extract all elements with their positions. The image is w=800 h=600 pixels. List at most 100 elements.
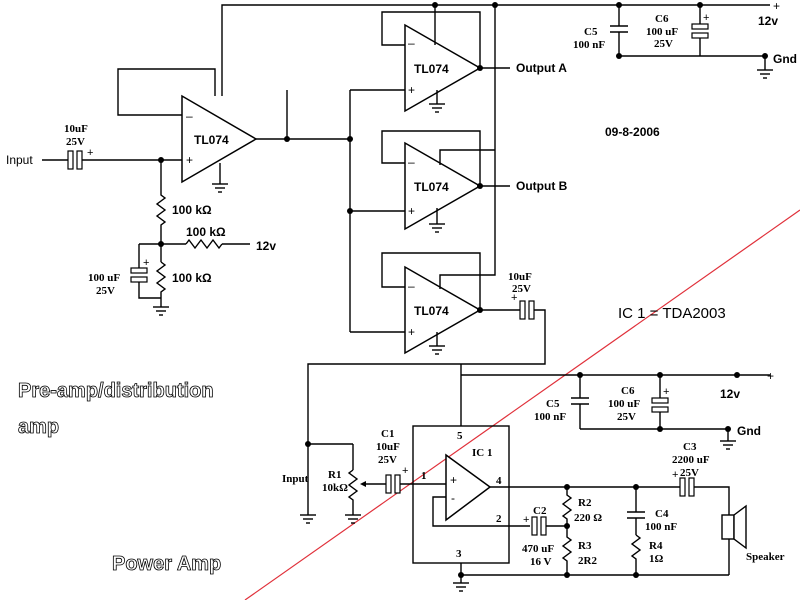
tda2003-amp — [445, 453, 492, 522]
pin-3-label: 3 — [456, 548, 462, 560]
opamp-b-label: TL074 — [414, 180, 449, 194]
ground-symbol — [429, 223, 445, 233]
svg-text:+: + — [402, 465, 408, 477]
ground-symbol — [153, 306, 169, 316]
r3-name: R3 — [578, 540, 592, 552]
power-input-label: Input — [282, 473, 309, 485]
r1-value: 10kΩ — [322, 482, 348, 494]
bias-resistor-top — [155, 192, 167, 244]
upper-c6-name: C6 — [655, 13, 669, 25]
svg-text:–: – — [408, 36, 415, 50]
preamp-title-line2: amp — [18, 416, 59, 438]
pin-5-label: 5 — [457, 430, 463, 442]
ground-symbol — [300, 514, 316, 524]
svg-text:+: + — [663, 386, 669, 398]
upper-c5-name: C5 — [584, 26, 598, 38]
preamp-title-line1: Pre-amp/distribution — [18, 380, 214, 402]
svg-text:+: + — [143, 257, 149, 269]
out-cap-value: 10uF — [508, 271, 532, 283]
svg-text:+: + — [672, 469, 678, 481]
ground-symbol — [720, 440, 736, 450]
bias-cap-voltage: 25V — [96, 285, 115, 297]
lower-gnd-label: Gnd — [737, 424, 761, 438]
svg-text:+: + — [408, 204, 415, 218]
svg-text:–: – — [186, 109, 193, 123]
r4-value: 1Ω — [649, 553, 664, 565]
r2-resistor — [561, 487, 573, 526]
ic-note: IC 1 = TDA2003 — [618, 305, 726, 322]
pin-1-label: 1 — [421, 470, 427, 482]
output-a-label: Output A — [516, 61, 567, 75]
opamp-1-label: TL074 — [194, 133, 229, 147]
opamp-c — [404, 265, 482, 355]
c3-name: C3 — [683, 441, 697, 453]
svg-text:+: + — [408, 325, 415, 339]
lower-c6-name: C6 — [621, 385, 635, 397]
opamp-1 — [181, 94, 258, 184]
ground-symbol — [429, 345, 445, 355]
svg-text:-: - — [451, 491, 455, 505]
bias-cap-value: 100 uF — [88, 272, 120, 284]
r3-resistor — [561, 526, 573, 575]
c1-value: 10uF — [376, 441, 400, 453]
upper-c5-value: 100 nF — [573, 39, 605, 51]
opamp-b — [404, 141, 482, 231]
ground-symbol — [429, 103, 445, 113]
svg-text:+: + — [511, 292, 517, 304]
c2-value: 470 uF — [522, 543, 554, 555]
svg-text:+: + — [523, 514, 529, 526]
r2-name: R2 — [578, 497, 592, 509]
ic1-label: IC 1 — [472, 447, 492, 459]
bias-res-bottom-label: 100 kΩ — [172, 271, 212, 285]
speaker-icon — [721, 504, 747, 550]
pin-4-label: 4 — [496, 475, 502, 487]
svg-text:+: + — [186, 153, 193, 167]
bias-resistor-bottom — [155, 261, 167, 298]
bias-resistor-right — [185, 238, 223, 250]
opamp-a-label: TL074 — [414, 62, 449, 76]
ground-symbol — [345, 514, 361, 524]
svg-text:+: + — [87, 147, 93, 159]
c2-name: C2 — [533, 505, 547, 517]
svg-text:+: + — [767, 369, 774, 383]
c3-voltage: 25V — [680, 467, 699, 479]
preamp-input-capacitor: + — [67, 147, 93, 170]
input-cap-value: 10uF — [64, 123, 88, 135]
pin-2-label: 2 — [496, 513, 502, 525]
svg-text:–: – — [408, 279, 415, 293]
svg-text:+: + — [408, 83, 415, 97]
lower-c5-value: 100 nF — [534, 411, 566, 423]
speaker-label: Speaker — [746, 551, 785, 563]
lower-rail-label: 12v — [720, 387, 740, 401]
svg-text:–: – — [408, 155, 415, 169]
c1-capacitor: + — [385, 465, 408, 494]
c4-value: 100 nF — [645, 521, 677, 533]
upper-c6-value: 100 uF — [646, 26, 678, 38]
output-b-label: Output B — [516, 179, 568, 193]
c2-voltage: 16 V — [530, 556, 552, 568]
bias-supply-label: 12v — [256, 239, 276, 253]
upper-c6-voltage: 25V — [654, 38, 673, 50]
lower-c6-value: 100 uF — [608, 398, 640, 410]
bias-capacitor: + — [130, 257, 149, 283]
c1-name: C1 — [381, 428, 394, 440]
opamp-c-label: TL074 — [414, 304, 449, 318]
c4-name: C4 — [655, 508, 669, 520]
ground-symbol — [757, 69, 773, 79]
upper-gnd-label: Gnd — [773, 52, 797, 66]
poweramp-section: Input R1 10kΩ + C1 10uF 25V 1 IC — [112, 364, 785, 592]
upper-rail-label: 12v — [758, 14, 778, 28]
r4-name: R4 — [649, 540, 663, 552]
divider-line — [244, 209, 800, 600]
preamp-section: Input + 10uF 25V 100 kΩ 100 kΩ 12v 100 k… — [6, 0, 797, 444]
r1-potentiometer — [347, 469, 359, 515]
opamp-a — [404, 23, 482, 113]
output-coupling-capacitor: + — [511, 292, 535, 320]
r2-value: 220 Ω — [574, 512, 602, 524]
input-cap-voltage: 25V — [66, 136, 85, 148]
out-cap-voltage: 25V — [512, 283, 531, 295]
lower-c5-name: C5 — [546, 398, 560, 410]
svg-text:+: + — [450, 473, 457, 487]
ground-symbol — [453, 582, 469, 592]
